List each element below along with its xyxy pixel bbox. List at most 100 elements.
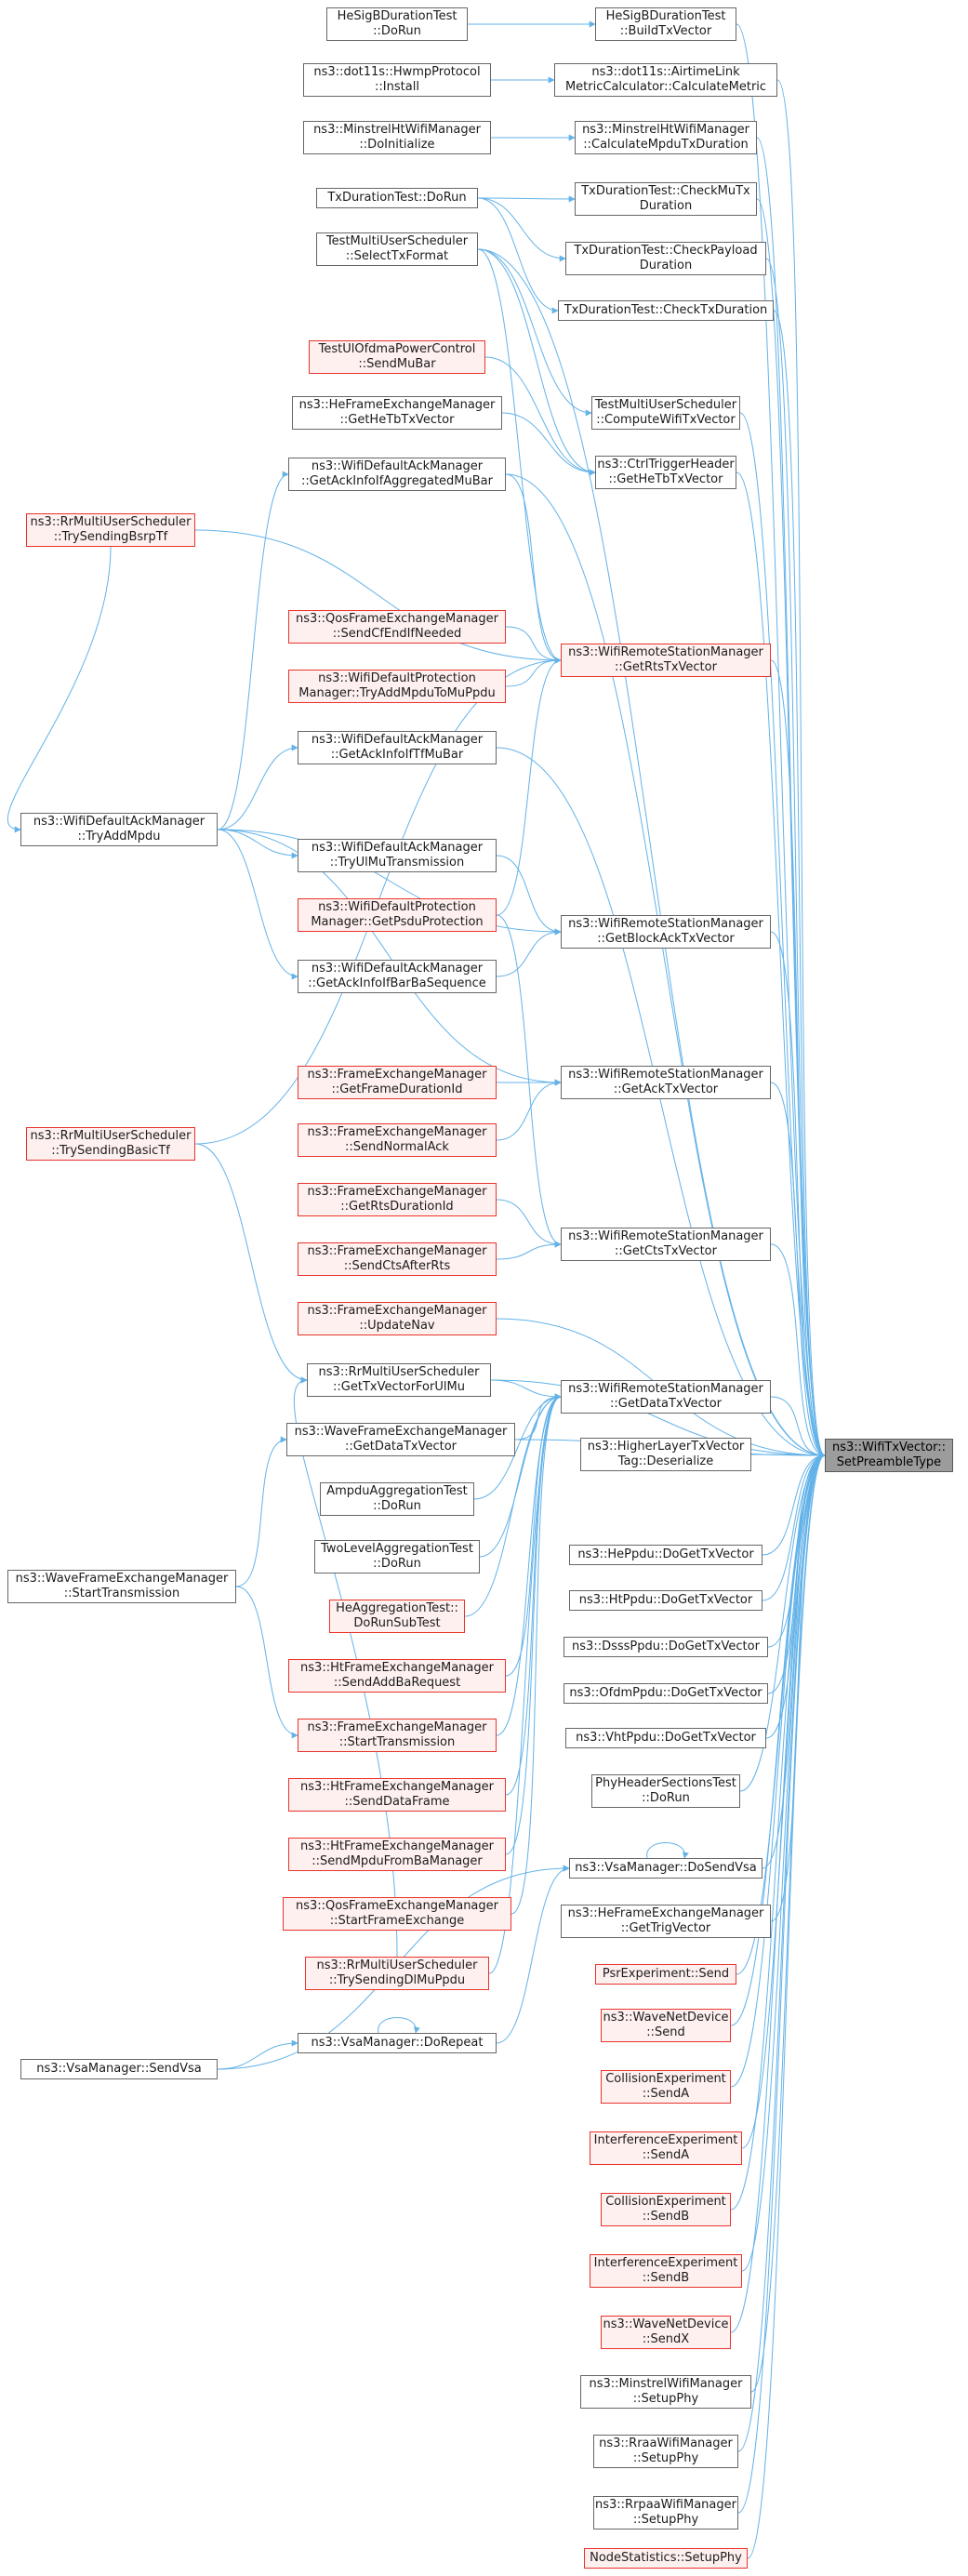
graph-node[interactable]: PhyHeaderSectionsTest ::DoRun bbox=[591, 1774, 740, 1808]
graph-node[interactable]: ns3::FrameExchangeManager ::SendCtsAfter… bbox=[298, 1242, 497, 1276]
graph-node[interactable]: HeSigBDurationTest ::BuildTxVector bbox=[595, 7, 736, 41]
graph-node[interactable]: ns3::VsaManager::DoSendVsa bbox=[569, 1858, 762, 1879]
call-edge bbox=[217, 829, 298, 859]
node-label: ns3::WifiDefaultProtection Manager::TryA… bbox=[298, 671, 496, 700]
node-label: TxDurationTest::CheckTxDuration bbox=[564, 303, 768, 317]
node-label: ns3::WifiRemoteStationManager ::GetRtsTx… bbox=[568, 645, 763, 674]
graph-node[interactable]: ns3::FrameExchangeManager ::StartTransmi… bbox=[298, 1719, 497, 1752]
node-label: ns3::FrameExchangeManager ::SendCtsAfter… bbox=[307, 1244, 487, 1273]
graph-node[interactable]: ns3::HtFrameExchangeManager ::SendDataFr… bbox=[288, 1778, 506, 1812]
graph-node[interactable]: ns3::WifiRemoteStationManager ::GetAckTx… bbox=[561, 1066, 771, 1099]
graph-node-root[interactable]: ns3::WifiTxVector:: SetPreambleType bbox=[825, 1439, 953, 1472]
call-edge bbox=[762, 1452, 826, 1601]
call-edge bbox=[737, 1452, 826, 2514]
graph-node[interactable]: ns3::HtFrameExchangeManager ::SendAddBaR… bbox=[288, 1659, 506, 1693]
graph-node[interactable]: ns3::RrMultiUserScheduler ::TrySendingBs… bbox=[26, 513, 195, 547]
call-edge bbox=[477, 248, 592, 417]
call-edge bbox=[501, 412, 596, 476]
graph-node[interactable]: ns3::WifiDefaultAckManager ::TryUlMuTran… bbox=[298, 839, 497, 872]
graph-node[interactable]: ns3::WaveFrameExchangeManager ::GetDataT… bbox=[286, 1423, 515, 1456]
graph-node[interactable]: HeSigBDurationTest ::DoRun bbox=[326, 7, 468, 41]
graph-node[interactable]: ns3::HeFrameExchangeManager ::GetHeTbTxV… bbox=[292, 396, 502, 430]
graph-node[interactable]: ns3::VsaManager::SendVsa bbox=[20, 2059, 218, 2079]
node-label: ns3::FrameExchangeManager ::GetFrameDura… bbox=[307, 1068, 487, 1096]
call-edge bbox=[217, 829, 562, 936]
graph-node[interactable]: ns3::RrpaaWifiManager ::SetupPhy bbox=[593, 2496, 738, 2530]
graph-node[interactable]: ns3::MinstrelWifiManager ::SetupPhy bbox=[580, 2375, 751, 2409]
call-edge bbox=[736, 23, 826, 1459]
node-label: ns3::HePpdu::DoGetTxVector bbox=[577, 1547, 754, 1561]
graph-node[interactable]: ns3::HtFrameExchangeManager ::SendMpduFr… bbox=[288, 1838, 506, 1871]
graph-node[interactable]: ns3::dot11s::AirtimeLink MetricCalculato… bbox=[554, 63, 777, 97]
graph-node[interactable]: ns3::WifiDefaultProtection Manager::TryA… bbox=[288, 670, 506, 703]
graph-node[interactable]: ns3::RrMultiUserScheduler ::TrySendingDl… bbox=[305, 1957, 489, 1990]
graph-node[interactable]: ns3::WifiDefaultProtection Manager::GetP… bbox=[298, 898, 497, 932]
graph-node[interactable]: ns3::WifiRemoteStationManager ::GetBlock… bbox=[561, 915, 771, 949]
graph-node[interactable]: ns3::MinstrelHtWifiManager ::DoInitializ… bbox=[303, 121, 491, 154]
graph-node[interactable]: ns3::CtrlTriggerHeader ::GetHeTbTxVector bbox=[595, 456, 736, 489]
graph-node[interactable]: ns3::WifiDefaultAckManager ::TryAddMpdu bbox=[20, 813, 218, 846]
call-edge bbox=[770, 1396, 826, 1459]
node-label: ns3::VsaManager::DoSendVsa bbox=[575, 1861, 757, 1875]
node-label: NodeStatistics::SetupPhy bbox=[590, 2551, 742, 2565]
graph-node[interactable]: ns3::QosFrameExchangeManager ::SendCfEnd… bbox=[288, 610, 506, 644]
node-label: ns3::RrMultiUserScheduler ::TrySendingBs… bbox=[30, 515, 192, 544]
node-label: TxDurationTest::CheckPayload Duration bbox=[574, 244, 758, 272]
call-edge bbox=[496, 1241, 562, 1260]
graph-node[interactable]: ns3::RraaWifiManager ::SetupPhy bbox=[593, 2435, 738, 2468]
graph-node[interactable]: TxDurationTest::CheckTxDuration bbox=[558, 300, 774, 321]
graph-node[interactable]: TestMultiUserScheduler ::SelectTxFormat bbox=[316, 232, 478, 266]
graph-node[interactable]: ns3::HigherLayerTxVector Tag::Deserializ… bbox=[580, 1438, 751, 1471]
graph-node[interactable]: ns3::FrameExchangeManager ::GetRtsDurati… bbox=[298, 1183, 497, 1216]
graph-node[interactable]: ns3::VsaManager::DoRepeat bbox=[298, 2033, 497, 2053]
graph-node[interactable]: HeAggregationTest:: DoRunSubTest bbox=[329, 1600, 465, 1633]
graph-node[interactable]: ns3::WifiDefaultAckManager ::GetAckInfoI… bbox=[288, 458, 506, 491]
graph-node[interactable]: ns3::dot11s::HwmpProtocol ::Install bbox=[303, 63, 491, 97]
graph-node[interactable]: ns3::HtPpdu::DoGetTxVector bbox=[569, 1590, 762, 1611]
graph-node[interactable]: ns3::VhtPpdu::DoGetTxVector bbox=[565, 1728, 766, 1748]
call-edge bbox=[496, 747, 826, 1459]
graph-node[interactable]: ns3::WaveNetDevice ::Send bbox=[601, 2009, 731, 2042]
graph-node[interactable]: CollisionExperiment ::SendB bbox=[601, 2193, 731, 2226]
graph-node[interactable]: TxDurationTest::CheckMuTx Duration bbox=[575, 182, 757, 216]
graph-node[interactable]: TwoLevelAggregationTest ::DoRun bbox=[314, 1540, 480, 1573]
graph-node[interactable]: ns3::WifiRemoteStationManager ::GetDataT… bbox=[561, 1380, 771, 1414]
graph-node[interactable]: ns3::WifiDefaultAckManager ::GetAckInfoI… bbox=[298, 960, 497, 993]
graph-node[interactable]: NodeStatistics::SetupPhy bbox=[584, 2548, 748, 2569]
call-edge bbox=[477, 248, 826, 1459]
graph-node[interactable]: ns3::HePpdu::DoGetTxVector bbox=[569, 1545, 762, 1565]
graph-node[interactable]: ns3::OfdmPpdu::DoGetTxVector bbox=[564, 1683, 768, 1704]
graph-node[interactable]: ns3::FrameExchangeManager ::UpdateNav bbox=[298, 1302, 497, 1335]
graph-node[interactable]: PsrExperiment::Send bbox=[595, 1964, 736, 1985]
graph-node[interactable]: ns3::RrMultiUserScheduler ::TrySendingBa… bbox=[26, 1127, 195, 1161]
graph-node[interactable]: AmpduAggregationTest ::DoRun bbox=[320, 1482, 474, 1516]
node-label: ns3::WifiRemoteStationManager ::GetDataT… bbox=[568, 1382, 763, 1411]
node-label: ns3::WaveNetDevice ::SendX bbox=[603, 2317, 729, 2346]
graph-node[interactable]: ns3::DsssPpdu::DoGetTxVector bbox=[564, 1637, 768, 1657]
graph-node[interactable]: ns3::RrMultiUserScheduler ::GetTxVectorF… bbox=[307, 1363, 491, 1397]
graph-node[interactable]: ns3::HeFrameExchangeManager ::GetTrigVec… bbox=[561, 1905, 771, 1938]
graph-node[interactable]: ns3::QosFrameExchangeManager ::StartFram… bbox=[283, 1897, 511, 1931]
graph-node[interactable]: ns3::FrameExchangeManager ::SendNormalAc… bbox=[298, 1123, 497, 1157]
graph-node[interactable]: TestUlOfdmaPowerControl ::SendMuBar bbox=[309, 340, 485, 374]
graph-node[interactable]: TxDurationTest::DoRun bbox=[316, 188, 478, 208]
graph-node[interactable]: ns3::WaveNetDevice ::SendX bbox=[601, 2316, 731, 2349]
graph-node[interactable]: InterferenceExperiment ::SendB bbox=[590, 2254, 742, 2288]
graph-node[interactable]: ns3::FrameExchangeManager ::GetFrameDura… bbox=[298, 1066, 497, 1099]
node-label: ns3::WaveFrameExchangeManager ::GetDataT… bbox=[294, 1425, 508, 1454]
node-label: InterferenceExperiment ::SendB bbox=[593, 2256, 738, 2285]
call-edge bbox=[235, 1436, 287, 1587]
graph-node[interactable]: ns3::WaveFrameExchangeManager ::StartTra… bbox=[7, 1570, 236, 1603]
graph-node[interactable]: ns3::WifiRemoteStationManager ::GetRtsTx… bbox=[561, 644, 771, 677]
call-edge bbox=[473, 1393, 562, 1500]
graph-node[interactable]: TestMultiUserScheduler ::ComputeWifiTxVe… bbox=[591, 396, 740, 430]
call-edge bbox=[730, 1452, 826, 2211]
graph-node[interactable]: TxDurationTest::CheckPayload Duration bbox=[565, 242, 766, 275]
node-label: ns3::HtFrameExchangeManager ::SendDataFr… bbox=[300, 1780, 494, 1809]
node-label: ns3::dot11s::AirtimeLink MetricCalculato… bbox=[564, 65, 767, 94]
graph-node[interactable]: ns3::MinstrelHtWifiManager ::CalculateMp… bbox=[575, 121, 757, 154]
graph-node[interactable]: ns3::WifiDefaultAckManager ::GetAckInfoI… bbox=[298, 731, 497, 764]
graph-node[interactable]: ns3::WifiRemoteStationManager ::GetCtsTx… bbox=[561, 1228, 771, 1261]
graph-node[interactable]: CollisionExperiment ::SendA bbox=[601, 2070, 731, 2104]
graph-node[interactable]: InterferenceExperiment ::SendA bbox=[590, 2131, 742, 2165]
